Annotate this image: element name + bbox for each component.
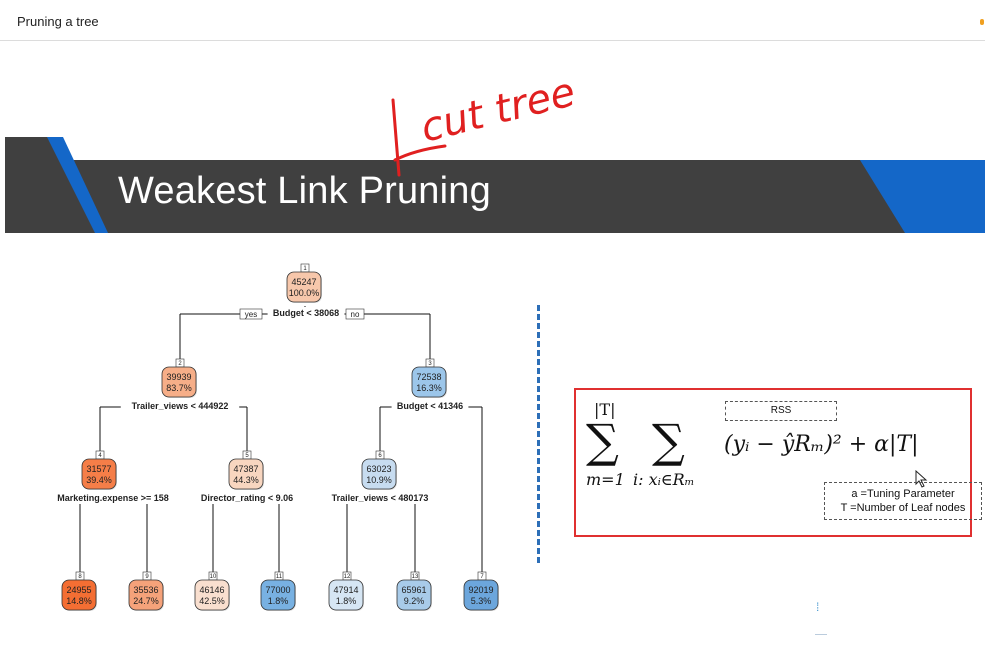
node-value: 47387 xyxy=(233,464,258,474)
tree-node xyxy=(260,579,296,611)
tree-node xyxy=(411,366,447,398)
node-pct: 83.7% xyxy=(166,383,192,393)
window-title: Pruning a tree xyxy=(17,14,99,29)
node-value: 92019 xyxy=(468,585,493,595)
node-value: 35536 xyxy=(133,585,158,595)
note-alpha: a =Tuning Parameter xyxy=(851,488,955,500)
annotation-text: cut tree xyxy=(416,69,580,152)
tree-node xyxy=(81,458,117,490)
node-id: 7 xyxy=(480,574,484,580)
tree-node xyxy=(194,579,230,611)
cursor-icon xyxy=(915,470,928,488)
node-pct: 39.4% xyxy=(86,475,112,485)
node-id: 8 xyxy=(78,574,82,580)
sum1-symbol: ∑ xyxy=(586,414,619,468)
node-pct: 1.8% xyxy=(336,596,357,606)
formula-term: (yᵢ − ŷRₘ)² + α|T| xyxy=(724,432,919,457)
node-id: 3 xyxy=(428,361,432,367)
yes-box xyxy=(239,308,263,320)
node-value: 65961 xyxy=(401,585,426,595)
node-value: 63023 xyxy=(366,464,391,474)
tree-node xyxy=(328,579,364,611)
sum2-symbol: ∑ xyxy=(652,414,685,468)
node-id: 6 xyxy=(378,453,382,459)
node-value: 39939 xyxy=(166,372,191,382)
node-pct: 16.3% xyxy=(416,383,442,393)
node-value: 24955 xyxy=(66,585,91,595)
tree-node xyxy=(286,271,322,303)
node-pct: 44.3% xyxy=(233,475,259,485)
node-id: 11 xyxy=(276,574,283,580)
node-pct: 10.9% xyxy=(366,475,392,485)
node-pct: 5.3% xyxy=(471,596,492,606)
node-pct: 24.7% xyxy=(133,596,159,606)
formula-box xyxy=(574,388,972,537)
yes-label: yes xyxy=(245,310,257,319)
split-ll: Marketing.expense >= 158 xyxy=(57,493,169,503)
slide-title: Weakest Link Pruning xyxy=(118,170,491,212)
note-t: T =Number of Leaf nodes xyxy=(840,502,966,514)
tree-node xyxy=(128,579,164,611)
split-lr-bg xyxy=(187,492,307,504)
node-id: 1 xyxy=(303,266,307,272)
node-id: 10 xyxy=(210,574,217,580)
split-root: Budget < 38068 xyxy=(273,308,339,318)
split-right-bg xyxy=(391,400,469,412)
split-left-bg xyxy=(120,400,240,412)
split-ll-bg xyxy=(50,492,178,504)
dashed-divider xyxy=(537,305,540,563)
node-id: 13 xyxy=(412,574,419,580)
no-label: no xyxy=(351,310,360,319)
sum2-bottom: i: xᵢ∈Rₘ xyxy=(633,470,695,489)
node-value: 46146 xyxy=(199,585,224,595)
split-root-bg xyxy=(267,307,345,319)
node-value: 31577 xyxy=(86,464,111,474)
slide-title-banner xyxy=(5,137,985,233)
node-id: 2 xyxy=(178,361,182,367)
split-lr: Director_rating < 9.06 xyxy=(201,493,293,503)
node-value: 47914 xyxy=(333,585,358,595)
legend-note-box: a =Tuning Parameter T =Number of Leaf no… xyxy=(824,482,982,520)
node-value: 72538 xyxy=(416,372,441,382)
tree-node xyxy=(228,458,264,490)
split-rl-bg xyxy=(320,492,440,504)
info-icon[interactable]: ⁞ xyxy=(816,600,820,614)
node-pct: 42.5% xyxy=(199,596,225,606)
split-right: Budget < 41346 xyxy=(397,401,463,411)
tree-node xyxy=(61,579,97,611)
edge-indicator xyxy=(980,19,984,25)
node-id: 5 xyxy=(245,453,249,459)
sum1-bottom: m=1 xyxy=(586,470,625,489)
handwritten-annotation: cut tree xyxy=(391,69,580,177)
node-value: 45247 xyxy=(291,277,316,287)
node-value: 77000 xyxy=(265,585,290,595)
node-pct: 100.0% xyxy=(289,288,320,298)
node-pct: 14.8% xyxy=(66,596,92,606)
node-id: 12 xyxy=(344,574,351,580)
tree-node xyxy=(463,579,499,611)
scroll-marker xyxy=(815,634,827,635)
split-left: Trailer_views < 444922 xyxy=(132,401,229,411)
split-rl: Trailer_views < 480173 xyxy=(332,493,429,503)
node-id: 9 xyxy=(145,574,149,580)
sum1-top: |T| xyxy=(594,400,616,419)
tree-node xyxy=(161,366,197,398)
rss-label-box: RSS xyxy=(725,401,837,421)
title-bar: Pruning a tree xyxy=(0,0,985,41)
tree-node xyxy=(396,579,432,611)
node-pct: 9.2% xyxy=(404,596,425,606)
tree-node xyxy=(361,458,397,490)
rss-label: RSS xyxy=(770,405,792,416)
node-pct: 1.8% xyxy=(268,596,289,606)
node-id: 4 xyxy=(98,453,102,459)
no-box xyxy=(345,308,365,320)
